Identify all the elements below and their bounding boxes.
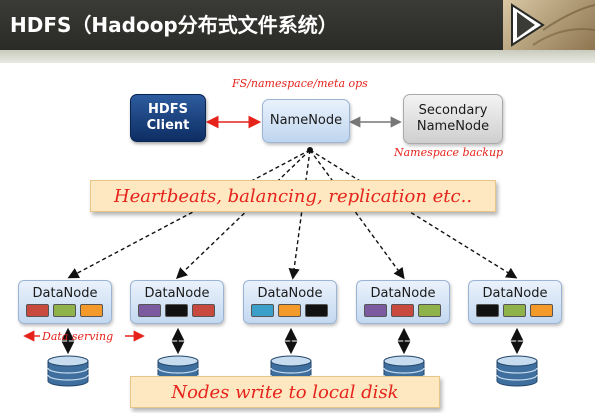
datanode-2: DataNode (130, 280, 224, 324)
datanode-label: DataNode (482, 286, 548, 301)
namenode-node: NameNode (262, 99, 350, 143)
secondary-label-line2: NameNode (416, 119, 490, 134)
data-block (418, 304, 441, 317)
data-block (305, 304, 328, 317)
data-block (476, 304, 499, 317)
namenode-datanode-link-5 (309, 149, 518, 279)
disk-icon (496, 355, 538, 387)
connector-lines (23, 115, 524, 355)
namenode-datanode-link-2 (175, 149, 311, 279)
namenode-datanode-link-1 (67, 149, 311, 279)
data-block (530, 304, 553, 317)
namenode-label: NameNode (269, 113, 343, 128)
secondary-label-line1: Secondary (418, 103, 488, 118)
page-title: HDFS（Hadoop分布式文件系统） (10, 13, 338, 37)
datanode-5: DataNode (468, 280, 562, 324)
heartbeats-text: Heartbeats, balancing, replication etc.. (113, 185, 473, 207)
datanode-3: DataNode (243, 280, 337, 324)
data-block (278, 304, 301, 317)
namenode-datanode-link-3 (288, 149, 311, 280)
data-block (138, 304, 161, 317)
data-block (251, 304, 274, 317)
data-block (503, 304, 526, 317)
data-block (26, 304, 49, 317)
namenode-hub-dot (307, 147, 313, 153)
data-block (391, 304, 414, 317)
client-label-line2: Client (146, 118, 190, 133)
local-disk-banner: Nodes write to local disk (130, 376, 440, 408)
namespace-backup-label: Namespace backup (394, 146, 504, 159)
heartbeats-banner: Heartbeats, balancing, replication etc.. (90, 180, 496, 212)
namenode-datanode-link-4 (309, 149, 405, 280)
client-label-line1: HDFS (148, 102, 188, 117)
datanode-4: DataNode (356, 280, 450, 324)
datanode-label: DataNode (32, 286, 98, 301)
hdfs-architecture-diagram: FS/namespace/meta ops HDFS Client NameNo… (0, 63, 595, 413)
data-block (192, 304, 215, 317)
hdfs-client-node: HDFS Client (130, 94, 206, 142)
data-serving-label: Data serving (42, 330, 114, 343)
data-block (364, 304, 387, 317)
disk-icon (47, 355, 89, 387)
datanode-label: DataNode (144, 286, 210, 301)
title-underline (0, 50, 595, 63)
data-block (80, 304, 103, 317)
title-bar: HDFS（Hadoop分布式文件系统） (0, 0, 595, 50)
namespace-ops-label: FS/namespace/meta ops (232, 77, 368, 90)
data-block (165, 304, 188, 317)
datanode-label: DataNode (257, 286, 323, 301)
data-block (53, 304, 76, 317)
local-disk-text: Nodes write to local disk (171, 381, 399, 403)
datanode-1: DataNode (18, 280, 112, 324)
secondary-namenode-node: Secondary NameNode (403, 94, 503, 144)
play-logo-icon (503, 0, 595, 50)
datanode-label: DataNode (370, 286, 436, 301)
